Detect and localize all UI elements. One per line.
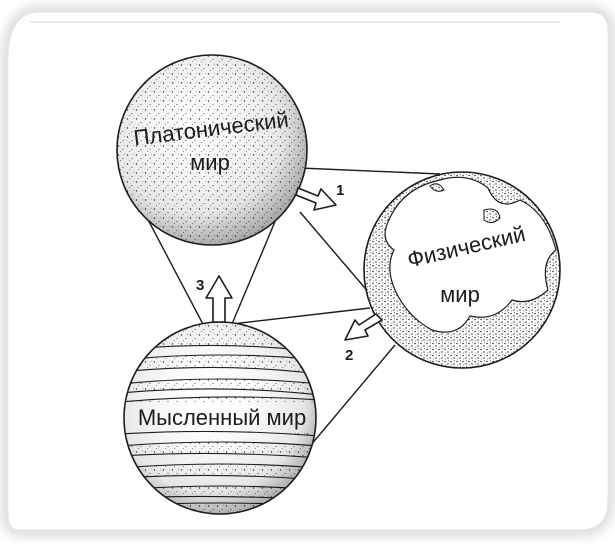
- arrow-1-number: 1: [336, 182, 344, 199]
- mental-world-label: Мысленный мир: [138, 405, 306, 430]
- platonic-world-sphere: Платонический мир: [117, 55, 307, 245]
- arrow-2-number: 2: [345, 347, 353, 364]
- physical-world-label-line2: мир: [440, 282, 480, 307]
- platonic-world-label-line2: мир: [190, 150, 230, 175]
- arrow-3-number: 3: [196, 277, 204, 294]
